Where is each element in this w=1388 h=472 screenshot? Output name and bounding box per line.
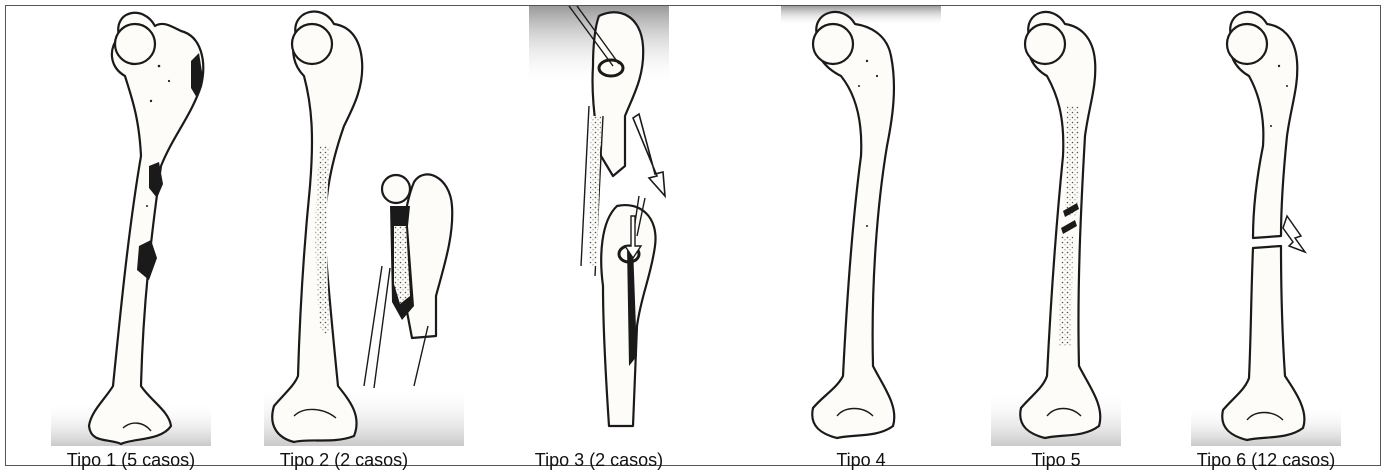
caption-tipo-2: Tipo 2 (2 casos) [269, 448, 419, 472]
caption-tipo-1: Tipo 1 (5 casos) [56, 448, 206, 472]
panel-tipo-3 [529, 6, 669, 446]
caption-tipo-3: Tipo 3 (2 casos) [524, 448, 674, 472]
femur-illustration-tipo-3 [529, 6, 669, 446]
panel-tipo-1 [51, 6, 211, 446]
femur-illustration-tipo-6 [1191, 6, 1341, 446]
figure-frame: Tipo 1 (5 casos) Tipo 2 (2 casos) [5, 5, 1381, 466]
caption-tipo-4: Tipo 4 [786, 448, 936, 472]
panel-tipo-2 [264, 6, 464, 446]
femur-illustration-tipo-4 [781, 6, 941, 446]
panel-tipo-4 [781, 6, 941, 446]
caption-tipo-6: Tipo 6 (12 casos) [1191, 448, 1341, 472]
femur-illustration-tipo-1 [51, 6, 211, 446]
caption-tipo-5: Tipo 5 [981, 448, 1131, 472]
panel-tipo-6 [1191, 6, 1341, 446]
femur-illustration-tipo-2 [264, 6, 464, 446]
femur-illustration-tipo-5 [991, 6, 1121, 446]
panel-tipo-5 [991, 6, 1121, 446]
